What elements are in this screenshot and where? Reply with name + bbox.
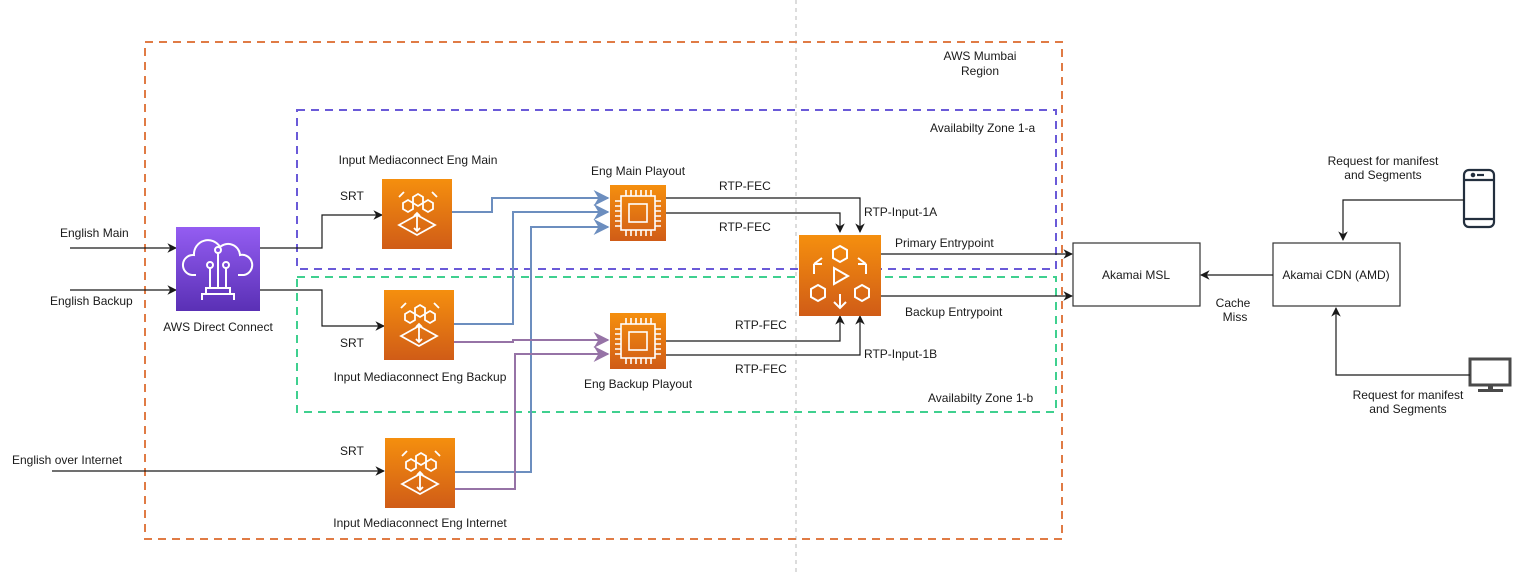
srt-backup-label: SRT bbox=[340, 336, 364, 350]
akamai-msl-node[interactable]: Akamai MSL bbox=[1072, 242, 1201, 307]
mc-internet-to-playout-backup-flow bbox=[455, 346, 610, 490]
mediaconnect-backup-node[interactable] bbox=[384, 290, 454, 360]
playout-backup-node[interactable] bbox=[610, 313, 666, 369]
srt-main-label: SRT bbox=[340, 189, 364, 203]
mediaconnect-icon bbox=[397, 191, 438, 237]
desktop-request-label-line1: Request for manifest bbox=[1353, 388, 1464, 402]
desktop-request-edge bbox=[1331, 307, 1470, 376]
playout-main-node[interactable] bbox=[610, 185, 666, 241]
desktop-request-label-line2: and Segments bbox=[1369, 402, 1446, 416]
cache-miss-label-line1: Cache bbox=[1216, 296, 1251, 310]
mediaconnect-main-node[interactable] bbox=[382, 179, 452, 249]
playout-main-to-mediapackage-edge-2 bbox=[666, 212, 845, 233]
mobile-client[interactable] bbox=[1462, 168, 1496, 229]
rtp-input-1a-label: RTP-Input-1A bbox=[864, 205, 937, 219]
mediapackage-icon bbox=[810, 244, 870, 310]
zone-1a-label: Availabilty Zone 1-a bbox=[930, 121, 1035, 135]
primary-entrypoint-label: Primary Entrypoint bbox=[895, 236, 994, 250]
dc-to-mc-main-edge bbox=[260, 210, 383, 249]
english-main-label: English Main bbox=[60, 226, 129, 240]
playout-backup-to-mediapackage-edge-2 bbox=[666, 315, 865, 356]
mediaconnect-icon bbox=[400, 450, 441, 496]
mc-main-label: Input Mediaconnect Eng Main bbox=[339, 153, 498, 167]
desktop-monitor-icon bbox=[1468, 357, 1512, 392]
mc-backup-to-playout-main-flow bbox=[454, 204, 610, 325]
playout-backup-label: Eng Backup Playout bbox=[584, 377, 693, 391]
english-backup-label: English Backup bbox=[50, 294, 133, 308]
akamai-msl-label: Akamai MSL bbox=[1102, 268, 1170, 282]
aws-direct-connect-node[interactable] bbox=[176, 227, 260, 311]
akamai-cdn-label: Akamai CDN (AMD) bbox=[1282, 268, 1389, 282]
srt-internet-label: SRT bbox=[340, 444, 364, 458]
desktop-client[interactable] bbox=[1468, 357, 1512, 392]
rtp-fec-main-1-label: RTP-FEC bbox=[719, 179, 771, 193]
direct-connect-label: AWS Direct Connect bbox=[163, 320, 273, 334]
mc-internet-to-playout-main-flow bbox=[455, 219, 610, 473]
dc-to-mc-backup-edge bbox=[260, 289, 385, 331]
availability-zone-1b-boundary bbox=[296, 276, 1057, 413]
mc-internet-label: Input Mediaconnect Eng Internet bbox=[333, 516, 507, 530]
mobile-request-label-line1: Request for manifest bbox=[1328, 154, 1439, 168]
mediaconnect-icon bbox=[399, 302, 440, 348]
backup-entrypoint-label: Backup Entrypoint bbox=[905, 305, 1003, 319]
mobile-request-label-line2: and Segments bbox=[1344, 168, 1421, 182]
rtp-fec-backup-1-label: RTP-FEC bbox=[735, 318, 787, 332]
playout-main-label: Eng Main Playout bbox=[591, 164, 686, 178]
aws-region-label-line2: Region bbox=[961, 64, 999, 78]
rtp-input-1b-label: RTP-Input-1B bbox=[864, 347, 937, 361]
mc-backup-to-playout-backup-flow bbox=[454, 332, 610, 348]
playout-backup-to-mediapackage-edge-1 bbox=[666, 315, 845, 342]
zone-1b-label: Availabilty Zone 1-b bbox=[928, 391, 1033, 405]
mobile-request-edge bbox=[1338, 199, 1464, 241]
mobile-phone-icon bbox=[1462, 168, 1496, 229]
rtp-fec-main-2-label: RTP-FEC bbox=[719, 220, 771, 234]
availability-zone-1a-boundary bbox=[296, 109, 1057, 270]
chip-icon bbox=[615, 318, 661, 364]
aws-region-label-line1: AWS Mumbai bbox=[944, 49, 1017, 63]
mc-backup-label: Input Mediaconnect Eng Backup bbox=[334, 370, 507, 384]
rtp-fec-backup-2-label: RTP-FEC bbox=[735, 362, 787, 376]
playout-main-to-mediapackage-edge-1 bbox=[666, 197, 865, 233]
chip-icon bbox=[615, 190, 661, 236]
akamai-cdn-node[interactable]: Akamai CDN (AMD) bbox=[1272, 242, 1401, 307]
mediapackage-node[interactable] bbox=[799, 235, 881, 316]
mc-main-to-playout-main-flow bbox=[452, 190, 610, 213]
cache-miss-label-line2: Miss bbox=[1223, 310, 1248, 324]
english-internet-label: English over Internet bbox=[12, 453, 123, 467]
cloud-circuit-icon bbox=[182, 239, 254, 300]
mediaconnect-internet-node[interactable] bbox=[385, 438, 455, 508]
